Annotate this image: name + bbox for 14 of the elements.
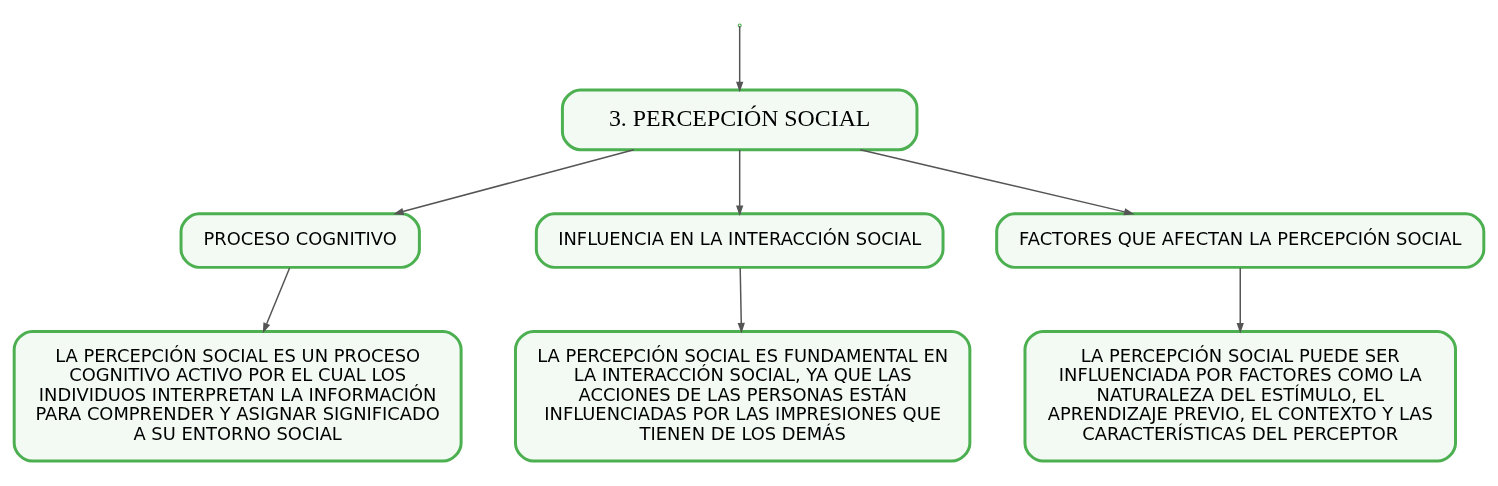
- arrow: [1236, 267, 1244, 334]
- arrow: [262, 267, 291, 334]
- arrow: [737, 267, 745, 334]
- node-box: LA PERCEPCIÓN SOCIAL PUEDE SER INFLUENCIADA POR FACTORES COMO LA NATURALEZA DEL ESTÍMULO, EL APRENDIZAJE PREVIO, EL CONTEXTO Y LAS CARACTERÍSTICAS DEL PERCEPTOR: [1023, 329, 1457, 463]
- node-box: PROCESO COGNITIVO: [179, 212, 421, 269]
- node-box: LA PERCEPCIÓN SOCIAL ES FUNDAMENTAL EN LA INTERACCIÓN SOCIAL, YA QUE LAS ACCIONES DE LAS PERSONAS ESTÁN INFLUENCIADAS POR LAS IMPRESIONES QUE TIENEN DE LOS DEMÁS: [514, 329, 972, 463]
- node-box: 3. PERCEPCIÓN SOCIAL: [560, 88, 919, 152]
- arrow: [859, 148, 1135, 216]
- arrow: [736, 149, 744, 216]
- node-box: FACTORES QUE AFECTAN LA PERCEPCIÓN SOCIAL: [995, 212, 1486, 269]
- arrow: [736, 25, 744, 93]
- node-box: LA PERCEPCIÓN SOCIAL ES UN PROCESO COGNITIVO ACTIVO POR EL CUAL LOS INDIVIDUOS INTERPRETAN LA INFORMACIÓN PARA COMPRENDER Y ASIGNAR SIGNIFICADO A SU ENTORNO SOCIAL: [12, 329, 463, 463]
- node-box: INFLUENCIA EN LA INTERACCIÓN SOCIAL: [534, 212, 945, 269]
- arrow: [393, 148, 635, 215]
